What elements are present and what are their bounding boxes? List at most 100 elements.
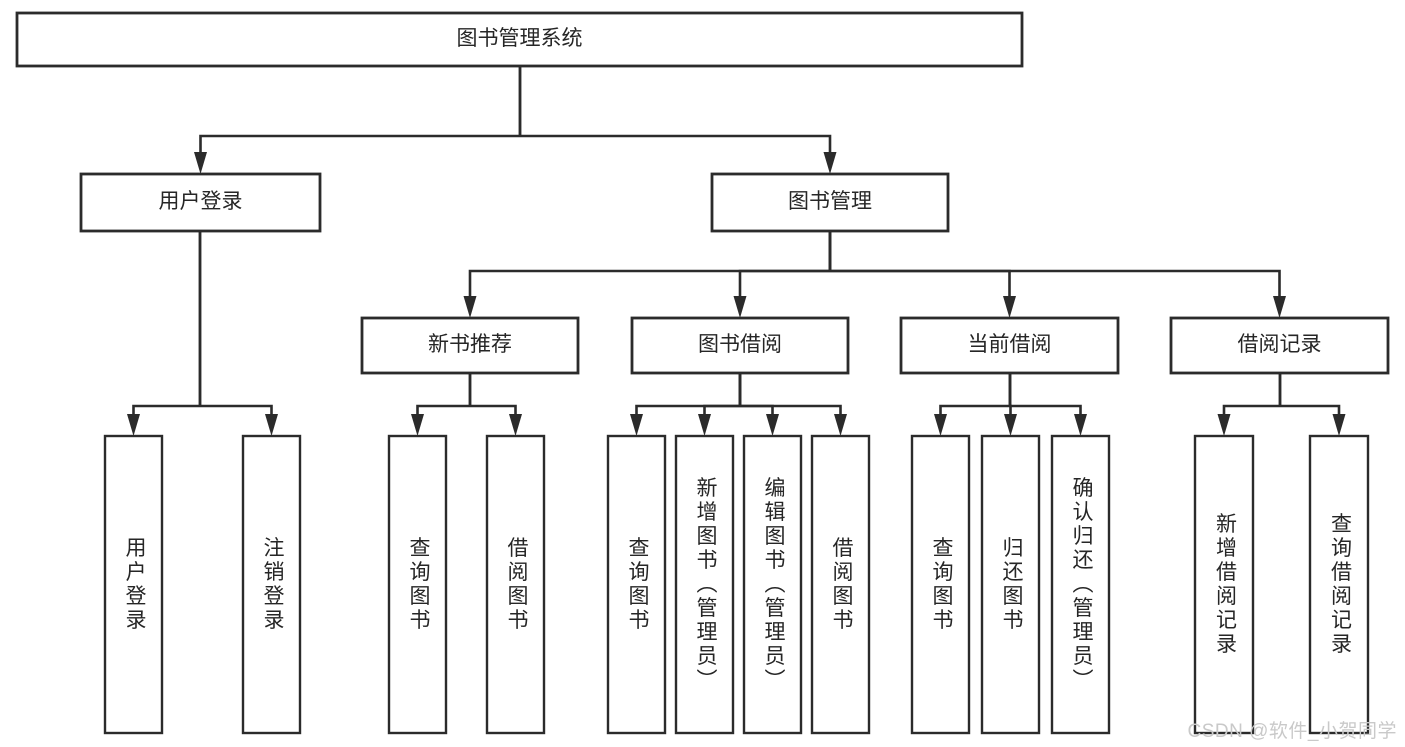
node-label: 查询图书 bbox=[407, 537, 431, 633]
arrow-head bbox=[509, 414, 522, 436]
node-user-login[interactable]: 用户登录 bbox=[79, 172, 322, 233]
node-label: 归还图书 bbox=[1000, 537, 1024, 633]
arrow-head bbox=[630, 414, 643, 436]
node-box bbox=[1050, 434, 1111, 735]
node-label: 用户登录 bbox=[159, 190, 243, 213]
node-leaf-borrow-book-2[interactable]: 借阅图书 bbox=[810, 434, 871, 735]
connector-user-login-to-leaf-2 bbox=[198, 231, 278, 436]
node-label: 借阅图书 bbox=[505, 537, 529, 633]
node-box bbox=[980, 434, 1041, 735]
node-leaf-query-book-3[interactable]: 查询图书 bbox=[910, 434, 971, 735]
arrow-head bbox=[411, 414, 424, 436]
node-leaf-logout[interactable]: 注销登录 bbox=[241, 434, 302, 735]
node-label: 查询图书 bbox=[626, 537, 650, 633]
node-label: 图书管理 bbox=[788, 190, 872, 213]
node-box bbox=[674, 434, 735, 735]
arrow-head bbox=[127, 414, 140, 436]
node-current-borrow[interactable]: 当前借阅 bbox=[899, 316, 1120, 375]
connector-rcd-to-query bbox=[1278, 373, 1346, 436]
arrow-head bbox=[1217, 414, 1231, 436]
node-label: 用户登录 bbox=[123, 537, 147, 633]
connector-rcd-to-add bbox=[1217, 373, 1282, 436]
node-box bbox=[387, 434, 448, 735]
node-leaf-borrow-book-1[interactable]: 借阅图书 bbox=[485, 434, 546, 735]
connector-book-manage-to-rec bbox=[463, 231, 832, 318]
connector-book-manage-to-rcd bbox=[828, 231, 1286, 318]
node-box bbox=[710, 172, 950, 233]
node-borrow-record[interactable]: 借阅记录 bbox=[1169, 316, 1390, 375]
connector-rec-to-borrow bbox=[468, 373, 522, 436]
connector-root-to-user-login bbox=[194, 66, 522, 174]
node-label: 新增图书（管理员） bbox=[694, 477, 718, 693]
node-leaf-user-login[interactable]: 用户登录 bbox=[103, 434, 164, 735]
arrow-head bbox=[698, 414, 711, 436]
node-box bbox=[485, 434, 546, 735]
arrow-head bbox=[733, 296, 747, 318]
node-label: 新增借阅记录 bbox=[1213, 513, 1237, 657]
node-box bbox=[241, 434, 302, 735]
node-label: 当前借阅 bbox=[968, 333, 1052, 356]
connector-cur-to-confirm bbox=[1008, 373, 1087, 436]
connector-borrow-to-query bbox=[630, 373, 742, 436]
node-root[interactable]: 图书管理系统 bbox=[15, 11, 1024, 68]
node-box bbox=[1308, 434, 1370, 735]
node-box bbox=[742, 434, 803, 735]
node-leaf-add-record[interactable]: 新增借阅记录 bbox=[1193, 434, 1255, 735]
arrow-head bbox=[1004, 414, 1017, 436]
connector-book-manage-to-cur bbox=[828, 231, 1016, 318]
connector-rec-to-query bbox=[411, 373, 472, 436]
node-leaf-add-book[interactable]: 新增图书（管理员） bbox=[674, 434, 735, 735]
arrow-head bbox=[834, 414, 847, 436]
node-box bbox=[103, 434, 164, 735]
node-label: 注销登录 bbox=[261, 537, 285, 633]
node-box bbox=[15, 11, 1024, 68]
node-label: 编辑图书（管理员） bbox=[762, 477, 786, 693]
node-box bbox=[899, 316, 1120, 375]
node-label: 借阅记录 bbox=[1238, 333, 1322, 356]
node-box bbox=[910, 434, 971, 735]
node-label: 借阅图书 bbox=[830, 537, 854, 633]
arrow-head bbox=[934, 414, 947, 436]
arrow-head bbox=[1003, 296, 1016, 318]
connectors-layer bbox=[127, 66, 1346, 436]
arrow-head bbox=[1074, 414, 1087, 436]
node-leaf-return-book[interactable]: 归还图书 bbox=[980, 434, 1041, 735]
node-leaf-query-book-1[interactable]: 查询图书 bbox=[387, 434, 448, 735]
arrow-head bbox=[194, 152, 207, 174]
arrow-head bbox=[1273, 296, 1286, 318]
connector-borrow-to-edit bbox=[738, 373, 779, 436]
node-label: 查询借阅记录 bbox=[1328, 513, 1352, 657]
node-box bbox=[810, 434, 871, 735]
watermark: CSDN @软件_小贺同学 bbox=[1187, 721, 1397, 742]
node-box bbox=[630, 316, 850, 375]
node-label: 新书推荐 bbox=[428, 333, 512, 356]
connector-borrow-to-borrow bbox=[738, 373, 847, 436]
connector-borrow-to-add bbox=[698, 373, 742, 436]
node-box bbox=[1169, 316, 1390, 375]
node-box bbox=[1193, 434, 1255, 735]
arrow-head bbox=[265, 414, 278, 436]
connector-user-login-to-leaf-1 bbox=[127, 231, 202, 436]
node-leaf-query-book-2[interactable]: 查询图书 bbox=[606, 434, 667, 735]
node-box bbox=[360, 316, 580, 375]
node-label: 确认归还（管理员） bbox=[1070, 477, 1094, 693]
arrow-head bbox=[823, 152, 837, 174]
node-book-borrow[interactable]: 图书借阅 bbox=[630, 316, 850, 375]
connector-book-manage-to-borrow bbox=[733, 231, 832, 318]
node-leaf-confirm-return[interactable]: 确认归还（管理员） bbox=[1050, 434, 1111, 735]
nodes-layer: 图书管理系统用户登录图书管理新书推荐图书借阅当前借阅借阅记录用户登录注销登录查询… bbox=[15, 11, 1390, 735]
arrow-head bbox=[766, 414, 779, 436]
node-new-book-rec[interactable]: 新书推荐 bbox=[360, 316, 580, 375]
node-label: 查询图书 bbox=[930, 537, 954, 633]
arrow-head bbox=[463, 296, 477, 318]
arrow-head bbox=[1332, 414, 1346, 436]
node-box bbox=[79, 172, 322, 233]
node-leaf-edit-book[interactable]: 编辑图书（管理员） bbox=[742, 434, 803, 735]
node-leaf-query-record[interactable]: 查询借阅记录 bbox=[1308, 434, 1370, 735]
node-label: 图书借阅 bbox=[698, 333, 782, 356]
node-book-manage[interactable]: 图书管理 bbox=[710, 172, 950, 233]
node-label: 图书管理系统 bbox=[457, 27, 583, 50]
connector-cur-to-query bbox=[934, 373, 1012, 436]
